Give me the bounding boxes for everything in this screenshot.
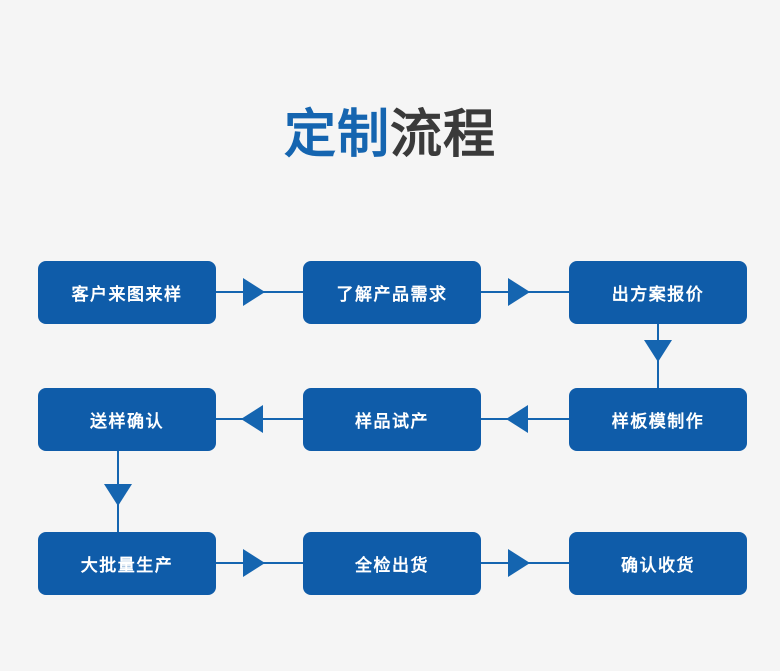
- flow-node-sample-confirmation[interactable]: 送样确认: [38, 388, 216, 451]
- arrow-left-icon-r2-c3-c2: [506, 405, 528, 433]
- arrow-down-icon-r1c3-r2c3: [644, 340, 672, 362]
- flow-node-full-inspection-shipment[interactable]: 全检出货: [303, 532, 481, 595]
- page-title: 定制流程: [0, 104, 780, 166]
- flow-node-understand-requirements[interactable]: 了解产品需求: [303, 261, 481, 324]
- arrow-right-icon-r3-c1-c2: [243, 549, 265, 577]
- arrow-right-icon-r1-c1-c2: [243, 278, 265, 306]
- arrow-down-icon-r2c1-r3c1: [104, 484, 132, 506]
- arrow-right-icon-r1-c2-c3: [508, 278, 530, 306]
- arrow-left-icon-r2-c2-c1: [241, 405, 263, 433]
- flow-node-mass-production[interactable]: 大批量生产: [38, 532, 216, 595]
- arrow-right-icon-r3-c2-c3: [508, 549, 530, 577]
- page-title-accent: 定制: [283, 106, 390, 164]
- flow-node-confirm-receipt[interactable]: 确认收货: [569, 532, 747, 595]
- page-title-dark: 流程: [390, 106, 497, 164]
- flow-node-sample-mold-making[interactable]: 样板模制作: [569, 388, 747, 451]
- flow-node-proposal-quotation[interactable]: 出方案报价: [569, 261, 747, 324]
- flow-node-sample-trial-production[interactable]: 样品试产: [303, 388, 481, 451]
- flow-node-customer-drawing[interactable]: 客户来图来样: [38, 261, 216, 324]
